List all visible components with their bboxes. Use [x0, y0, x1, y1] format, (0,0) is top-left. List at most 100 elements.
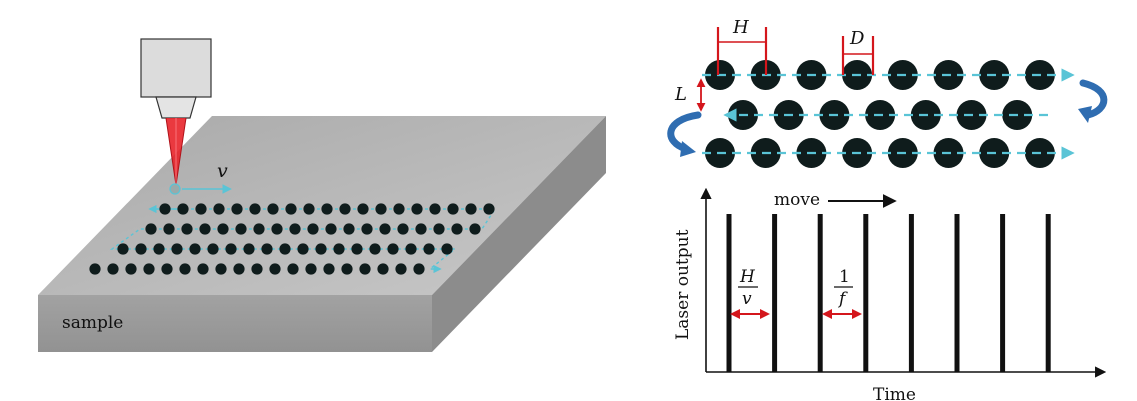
hole-dot	[341, 263, 353, 275]
y-axis-label: Laser output	[673, 229, 693, 340]
hole-dot	[125, 263, 137, 275]
hole-dot	[469, 223, 481, 235]
hole-dot	[135, 243, 147, 255]
hole-dot	[215, 263, 227, 275]
laser-pulse	[817, 214, 823, 372]
hole-dot	[465, 203, 477, 215]
hole-dot	[253, 223, 265, 235]
hole-dot	[231, 203, 243, 215]
hole-dot	[297, 243, 309, 255]
hole-dot	[269, 263, 281, 275]
laser-spot	[169, 183, 181, 195]
fraction-H-over-v: H v	[730, 267, 770, 319]
hole-dot	[451, 223, 463, 235]
hole-dot	[423, 243, 435, 255]
hole-dot	[107, 263, 119, 275]
hole-dot	[251, 263, 263, 275]
hole-dot	[393, 203, 405, 215]
hole-dot	[197, 263, 209, 275]
x-axis-label: Time	[873, 385, 916, 401]
hole-dot	[279, 243, 291, 255]
hole-dot	[387, 243, 399, 255]
hole-dot	[285, 203, 297, 215]
hole-dot	[343, 223, 355, 235]
block-front-face	[38, 295, 432, 352]
hole-dot	[339, 203, 351, 215]
hole-dot	[395, 263, 407, 275]
move-label: move	[774, 190, 820, 210]
hole-dot	[325, 223, 337, 235]
fraction-f-numerator: 1	[839, 267, 850, 287]
hole-dot	[243, 243, 255, 255]
hole-dot	[177, 203, 189, 215]
hole-dot	[159, 203, 171, 215]
hole-dot	[289, 223, 301, 235]
dimension-H: H	[716, 17, 768, 75]
fraction-H-numerator: H	[739, 267, 756, 287]
laser-pulse	[726, 214, 732, 372]
hole-dot	[233, 263, 245, 275]
laser-head-nozzle	[155, 96, 197, 119]
hole-dot	[413, 263, 425, 275]
hole-dot	[195, 203, 207, 215]
hole-dot	[261, 243, 273, 255]
laser-pulse	[772, 214, 778, 372]
fraction-H-denominator: v	[742, 289, 752, 309]
laser-pulse-chart: Laser output Time move H v 1 f	[673, 187, 1107, 401]
hole-dot	[143, 263, 155, 275]
hole-dot	[171, 243, 183, 255]
hole-dot	[189, 243, 201, 255]
dimension-D-label: D	[849, 28, 865, 49]
hole-dot	[415, 223, 427, 235]
hole-dot	[411, 203, 423, 215]
velocity-label: v	[217, 160, 228, 182]
laser-beam	[165, 117, 187, 186]
turn-arrow-right-head	[1078, 106, 1092, 123]
hole-dot	[181, 223, 193, 235]
hole-dot	[235, 223, 247, 235]
dimension-L: L	[674, 78, 706, 112]
hole-dot	[153, 243, 165, 255]
hole-dot	[89, 263, 101, 275]
hole-dot	[377, 263, 389, 275]
hole-dot	[271, 223, 283, 235]
hole-dot	[361, 223, 373, 235]
laser-pulse	[908, 214, 914, 372]
hole-dot	[199, 223, 211, 235]
laser-head-body	[140, 38, 212, 98]
left-hole-array	[89, 203, 495, 275]
hole-dot	[163, 223, 175, 235]
hole-dot	[405, 243, 417, 255]
hole-dot	[225, 243, 237, 255]
hole-dot	[397, 223, 409, 235]
hole-dot	[441, 243, 453, 255]
hole-dot	[213, 203, 225, 215]
hole-dot	[287, 263, 299, 275]
hole-dot	[217, 223, 229, 235]
turn-arrow-right	[1079, 79, 1108, 119]
hole-dot	[323, 263, 335, 275]
fraction-1-over-f: 1 f	[822, 267, 862, 319]
turn-arrow-left-head	[680, 141, 696, 157]
hole-dot	[315, 243, 327, 255]
hole-dot	[447, 203, 459, 215]
hole-dot	[267, 203, 279, 215]
right-scan-path	[702, 68, 1075, 160]
hole-dot	[369, 243, 381, 255]
hole-dot	[333, 243, 345, 255]
laser-pulse	[1045, 214, 1051, 372]
hole-dot	[179, 263, 191, 275]
hole-dot	[483, 203, 495, 215]
hole-dot	[249, 203, 261, 215]
laser-pulse	[954, 214, 960, 372]
hole-dot	[117, 243, 129, 255]
hole-dot	[359, 263, 371, 275]
hole-dot	[433, 223, 445, 235]
hole-dot	[207, 243, 219, 255]
hole-dot	[379, 223, 391, 235]
sample-label: sample	[62, 313, 123, 333]
dimension-H-label: H	[732, 17, 749, 38]
turn-arrow-left	[667, 111, 702, 153]
hole-dot	[161, 263, 173, 275]
hole-dot	[307, 223, 319, 235]
